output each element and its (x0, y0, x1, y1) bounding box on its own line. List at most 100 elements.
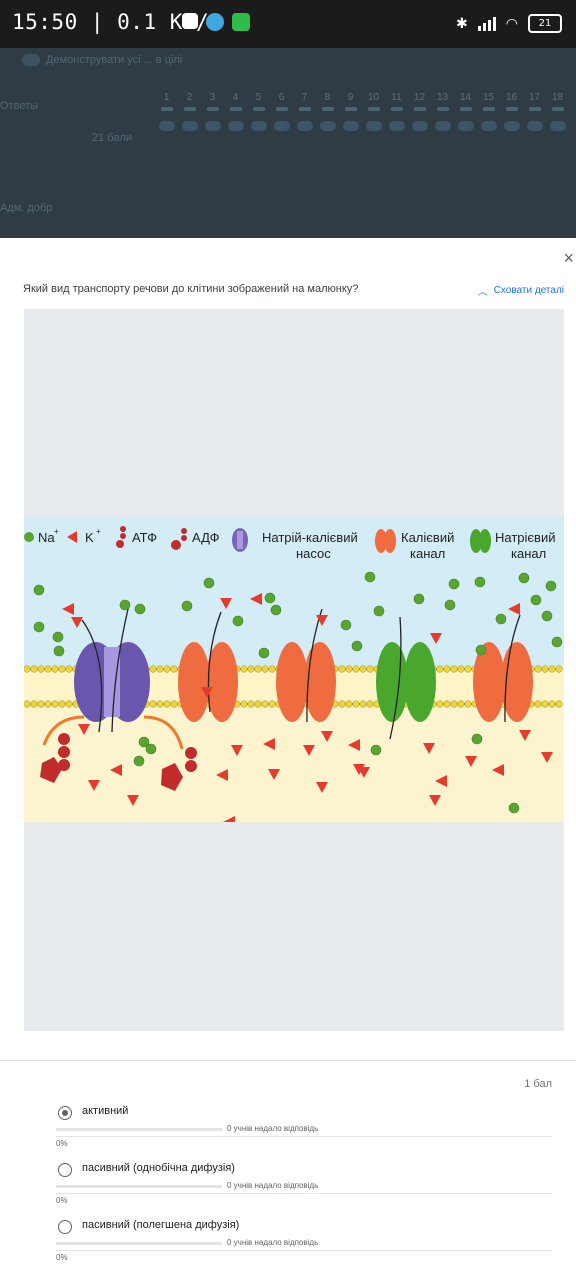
background-dot (411, 121, 428, 131)
background-number-col: 5 (247, 92, 270, 131)
legend-pump-2: насос (296, 546, 331, 561)
background-number: 16 (505, 92, 518, 103)
sodium-ion (475, 644, 487, 656)
background-number-col: 12 (408, 92, 431, 131)
sodium-ion (138, 736, 150, 748)
legend-kchan-2: канал (410, 546, 445, 561)
background-number: 5 (255, 92, 262, 103)
background-bar (344, 107, 357, 111)
potassium-ion (465, 756, 477, 767)
legend-nachan-2: канал (511, 546, 546, 561)
sodium-ion (448, 578, 460, 590)
background-number-col: 8 (316, 92, 339, 131)
background-number: 7 (301, 92, 308, 103)
battery-icon: 21 (528, 14, 562, 33)
background-side-label: Адм. добр (0, 202, 53, 214)
background-page: Демонструвати усі ... в цілі Ответы 21 б… (0, 48, 576, 238)
legend: Na + K + АТФ АДФ Натрій-калієвий насос К… (24, 526, 555, 561)
potassium-ion (71, 617, 83, 628)
radio-icon[interactable] (58, 1220, 72, 1234)
background-toggle (22, 54, 40, 66)
radio-selected-icon[interactable] (58, 1106, 72, 1120)
background-dot (365, 121, 382, 131)
potassium-ion (316, 615, 328, 626)
potassium-channel-1 (178, 642, 238, 722)
background-bar (206, 107, 219, 111)
sodium-ion (364, 571, 376, 583)
background-number-col: 4 (224, 92, 247, 131)
answer-count-2: 0 учнів надало відповідь (227, 1181, 319, 1190)
potassium-ion (321, 731, 333, 742)
sodium-ion (530, 594, 542, 606)
potassium-ion (263, 738, 275, 750)
background-number-col: 18 (546, 92, 569, 131)
sodium-ion (471, 733, 483, 745)
question-text: Який вид транспорту речови до клітини зо… (23, 283, 359, 295)
potassium-ion (541, 752, 553, 763)
background-number-col: 14 (454, 92, 477, 131)
potassium-ion (353, 764, 365, 775)
legend-na: Na (38, 530, 55, 545)
sodium-ion (134, 603, 146, 615)
potassium-ion (519, 730, 531, 741)
background-number: 18 (551, 92, 564, 103)
pump-legend-icon (232, 528, 248, 552)
background-bar (482, 107, 495, 111)
potassium-ion (492, 764, 504, 776)
sodium-potassium-pump (74, 642, 150, 722)
close-icon[interactable]: × (563, 248, 574, 268)
background-dot (319, 121, 336, 131)
potassium-ion (250, 593, 262, 605)
legend-atp: АТФ (132, 530, 157, 545)
atp-adp-molecules (40, 733, 197, 791)
background-bar (275, 107, 288, 111)
sodium-ion (232, 615, 244, 627)
sodium-ion (508, 802, 520, 814)
background-dot (342, 121, 359, 131)
potassium-channel-legend-icon (375, 529, 396, 553)
sodium-ion (119, 599, 131, 611)
potassium-ion (62, 603, 74, 615)
signal-icon (477, 16, 496, 31)
answer-progress-2 (56, 1185, 222, 1188)
background-dot (273, 121, 290, 131)
background-number: 10 (367, 92, 380, 103)
background-number-col: 15 (477, 92, 500, 131)
potassium-ion (220, 598, 232, 609)
sodium-channel-legend-icon (470, 529, 491, 553)
sodium-ion (270, 604, 282, 616)
potassium-ion (423, 743, 435, 754)
potassium-ion (216, 769, 228, 781)
background-number: 9 (347, 92, 354, 103)
background-number: 12 (413, 92, 426, 103)
background-number: 17 (528, 92, 541, 103)
background-dot (250, 121, 267, 131)
legend-adp: АДФ (192, 530, 220, 545)
potassium-ion (430, 633, 442, 644)
divider (56, 1136, 552, 1137)
background-number-col: 10 (362, 92, 385, 131)
background-bar (160, 107, 173, 111)
answer-label-2: пасивний (однобічна дифузія) (82, 1162, 235, 1174)
hide-details-button[interactable]: ︿ Сховати деталі (478, 283, 564, 298)
atp-legend-icon (116, 526, 126, 548)
radio-icon[interactable] (58, 1163, 72, 1177)
background-dot (480, 121, 497, 131)
ions (33, 571, 563, 822)
background-number-col: 13 (431, 92, 454, 131)
question-dialog: × Який вид транспорту речови до клітини … (0, 238, 576, 1060)
potassium-ion (127, 795, 139, 806)
background-dot (526, 121, 543, 131)
background-bar (298, 107, 311, 111)
background-bar (390, 107, 403, 111)
legend-kchan-1: Калієвий (401, 530, 454, 545)
sodium-ion (351, 640, 363, 652)
sodium-ion (370, 744, 382, 756)
background-dot (227, 121, 244, 131)
background-number: 2 (186, 92, 193, 103)
background-filter-label: Ответы (0, 100, 39, 112)
background-dot (388, 121, 405, 131)
chevron-up-icon: ︿ (477, 287, 488, 298)
background-number: 1 (163, 92, 170, 103)
background-bar (505, 107, 518, 111)
